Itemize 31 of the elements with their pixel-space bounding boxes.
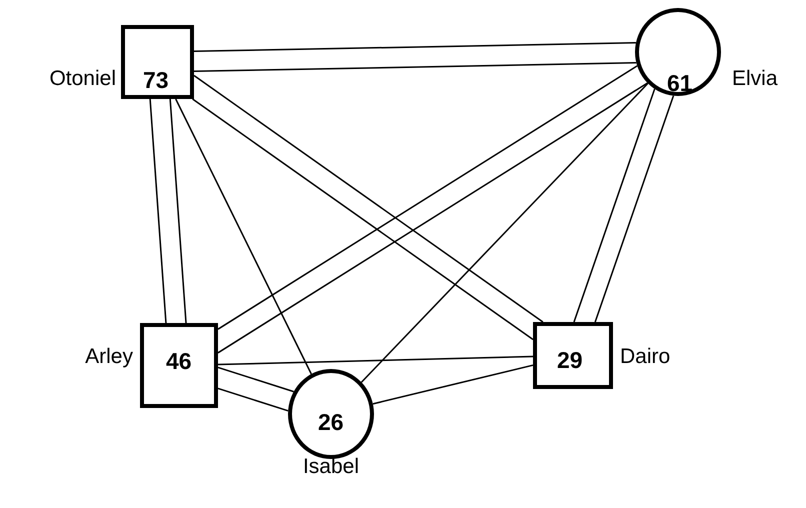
relationship-line — [192, 98, 534, 340]
age-label: 29 — [557, 349, 583, 372]
relationship-line — [594, 96, 674, 322]
relationship-line — [218, 356, 534, 366]
relationship-line — [573, 88, 656, 322]
relationship-line — [175, 98, 312, 374]
person-name: Otoniel — [49, 68, 116, 89]
female-circle — [635, 8, 721, 96]
person-name: Arley — [85, 346, 133, 367]
relationship-line — [169, 98, 187, 324]
person-name: Dairo — [620, 346, 670, 367]
relationship-line — [218, 388, 288, 412]
age-label: 73 — [143, 69, 169, 92]
relationship-line — [218, 366, 294, 392]
age-label: 26 — [318, 411, 344, 434]
age-label: 61 — [667, 72, 693, 95]
age-label: 46 — [166, 350, 192, 373]
relationship-line — [218, 65, 638, 330]
male-square — [533, 322, 613, 389]
relationship-line — [194, 62, 636, 72]
person-name: Elvia — [732, 68, 778, 89]
male-square — [140, 323, 218, 408]
relationship-line — [194, 42, 636, 52]
female-circle — [288, 369, 374, 459]
relationship-line — [360, 82, 648, 383]
relationship-line — [372, 364, 534, 405]
relationship-line — [194, 74, 544, 323]
person-name: Isabel — [302, 456, 360, 477]
relationship-line — [149, 98, 167, 324]
relationship-line — [218, 82, 648, 354]
male-square — [121, 25, 194, 99]
